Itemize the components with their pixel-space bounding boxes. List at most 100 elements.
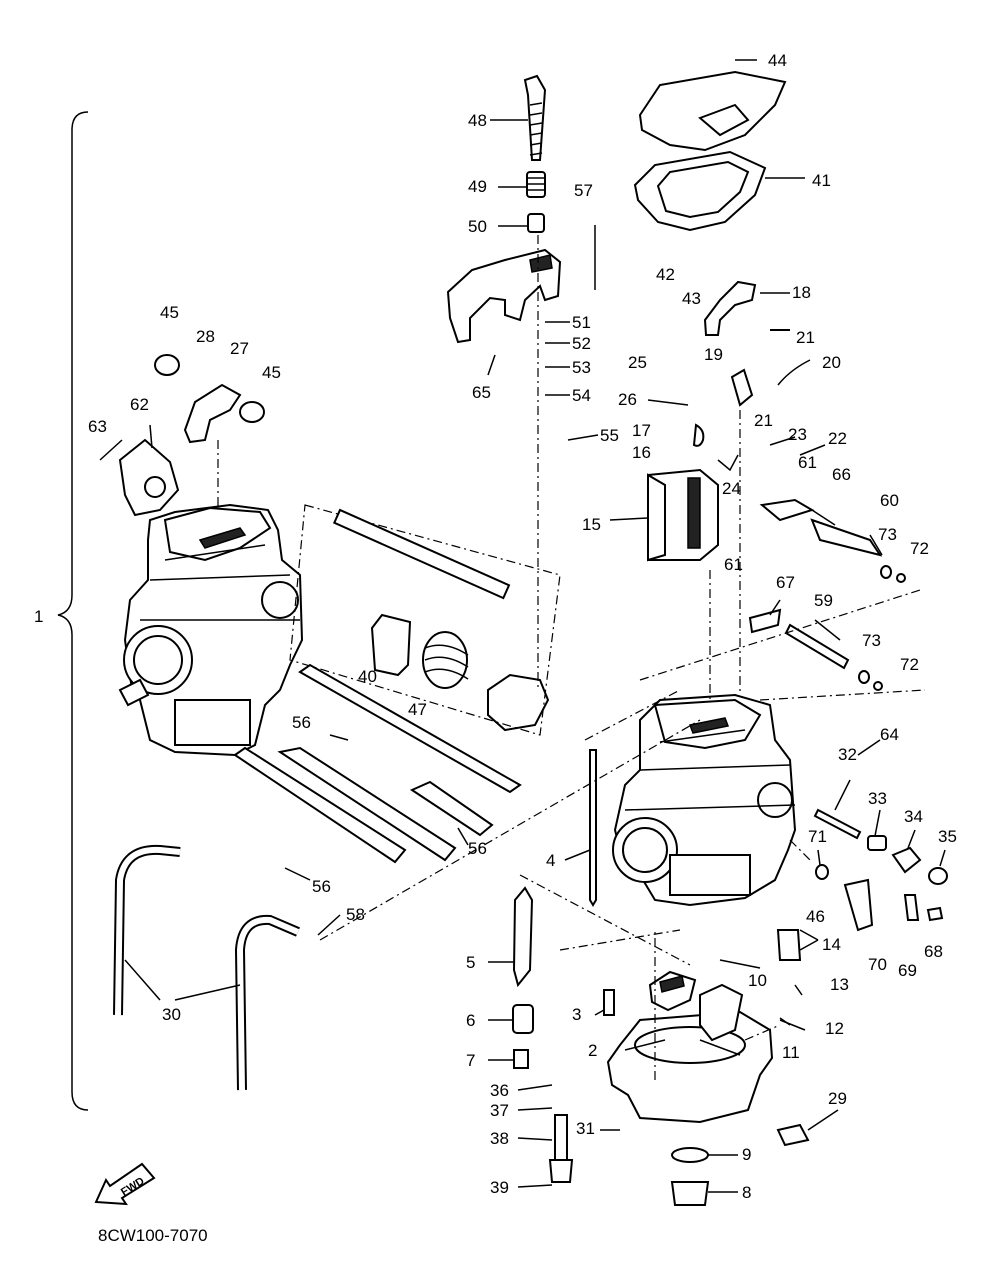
- screw-68: [926, 906, 944, 922]
- part-label-43: 43: [682, 289, 701, 308]
- part-label-15: 15: [582, 515, 601, 534]
- part-label-72a: 72: [910, 539, 929, 558]
- throttle-sensor: [118, 438, 180, 517]
- top-cover: [638, 70, 787, 152]
- part-label-66: 66: [832, 465, 851, 484]
- part-label-38: 38: [490, 1129, 509, 1148]
- left-carburetor-body: [118, 503, 304, 757]
- part-label-72b: 72: [900, 655, 919, 674]
- valve-13: [776, 929, 802, 961]
- part-label-45a: 45: [160, 303, 179, 322]
- part-label-56c: 56: [312, 877, 331, 896]
- part-label-21a: 21: [796, 328, 815, 347]
- leader-lines: [99, 59, 946, 1193]
- part-labels: 1 2 3 4 5 6 7 8 9 10 11 12 13 14 15 16 1…: [34, 51, 957, 1202]
- part-label-56b: 56: [468, 839, 487, 858]
- diagram-code: 8CW100-7070: [98, 1226, 208, 1245]
- choke-plunger-housing: [487, 673, 550, 732]
- needle: [589, 749, 597, 907]
- part-label-27: 27: [230, 339, 249, 358]
- lever-27: [183, 383, 242, 444]
- pilot-air-screw: [813, 808, 862, 840]
- part-label-65: 65: [472, 383, 491, 402]
- part-label-30: 30: [162, 1005, 181, 1024]
- part-label-42: 42: [656, 265, 675, 284]
- bracket-66: [759, 498, 815, 522]
- part-label-18: 18: [792, 283, 811, 302]
- part-label-6: 6: [466, 1011, 475, 1030]
- part-label-73b: 73: [862, 631, 881, 650]
- piston-valve: [370, 613, 412, 677]
- part-label-13: 13: [830, 975, 849, 994]
- part-label-64: 64: [880, 725, 899, 744]
- part-label-69: 69: [898, 961, 917, 980]
- ring-72a: [896, 573, 906, 583]
- main-jet: [513, 1049, 529, 1069]
- part-label-5: 5: [466, 953, 475, 972]
- part-label-12: 12: [825, 1019, 844, 1038]
- right-carburetor-body: [612, 693, 797, 907]
- o-ring-73b: [858, 670, 870, 684]
- throttle-bracket: [446, 248, 562, 344]
- part-label-11: 11: [782, 1043, 800, 1062]
- part-label-1: 1: [34, 607, 43, 626]
- part-label-49: 49: [468, 177, 487, 196]
- part-label-25: 25: [628, 353, 647, 372]
- part-label-40: 40: [358, 667, 377, 686]
- part-label-41: 41: [812, 171, 831, 190]
- part-label-61b: 61: [724, 555, 743, 574]
- link-plate-lower: [233, 746, 407, 864]
- cable-59: [784, 623, 850, 670]
- hose-left: [113, 844, 181, 1016]
- part-label-71: 71: [808, 827, 827, 846]
- part-label-46: 46: [806, 907, 825, 926]
- cap-34: [891, 846, 922, 874]
- part-label-58: 58: [346, 905, 365, 924]
- part-label-59: 59: [814, 591, 833, 610]
- washer-45a: [154, 354, 180, 376]
- part-label-32: 32: [838, 745, 857, 764]
- part-label-23: 23: [788, 425, 807, 444]
- part-label-47: 47: [408, 700, 427, 719]
- throttle-rod: [277, 746, 457, 862]
- adjuster-screw: [523, 74, 547, 233]
- part-label-8: 8: [742, 1183, 751, 1202]
- cap-35: [928, 867, 948, 885]
- part-label-24: 24: [722, 479, 741, 498]
- washer-45b: [239, 401, 265, 423]
- drain-plug: [670, 1181, 710, 1206]
- plate-69: [903, 894, 920, 921]
- part-label-63: 63: [88, 417, 107, 436]
- part-label-57: 57: [574, 181, 593, 200]
- float: [648, 970, 744, 1042]
- part-label-31: 31: [576, 1119, 595, 1138]
- o-ring-73a: [880, 565, 892, 579]
- part-label-22: 22: [828, 429, 847, 448]
- bracket-19: [730, 368, 754, 407]
- assembly-bracket: [57, 111, 89, 1111]
- needle-jet: [512, 886, 534, 988]
- bracket-67: [748, 608, 782, 634]
- link-bracket: [409, 780, 494, 837]
- o-ring-71: [815, 864, 829, 880]
- part-label-55: 55: [600, 426, 619, 445]
- float-bowl: [606, 1010, 774, 1124]
- ring-72b: [873, 681, 883, 691]
- part-label-16: 16: [632, 443, 651, 462]
- part-label-17: 17: [632, 421, 651, 440]
- hose-right: [234, 914, 300, 1091]
- part-label-33: 33: [868, 789, 887, 808]
- part-label-21b: 21: [754, 411, 773, 430]
- part-label-4: 4: [546, 851, 555, 870]
- link-plate-upper: [298, 663, 522, 794]
- part-label-48: 48: [468, 111, 487, 130]
- drain-gasket: [671, 1147, 709, 1163]
- part-label-29: 29: [828, 1089, 847, 1108]
- throttle-shaft: [332, 508, 511, 600]
- valve-70: [843, 878, 874, 932]
- part-label-19: 19: [704, 345, 723, 364]
- part-label-73a: 73: [878, 525, 897, 544]
- part-label-37: 37: [490, 1101, 509, 1120]
- lever-18: [703, 280, 757, 336]
